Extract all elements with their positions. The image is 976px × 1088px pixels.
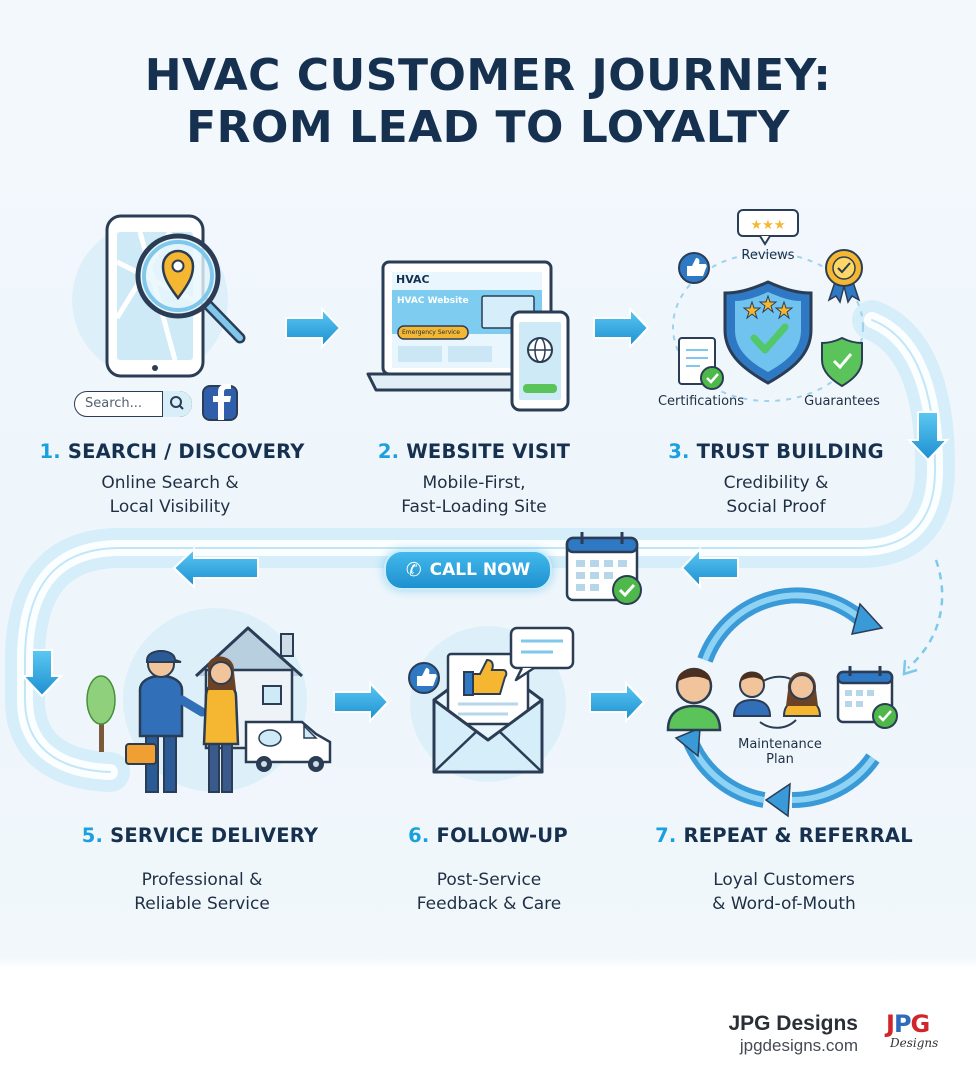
- trust-reviews-label: Reviews: [741, 248, 795, 263]
- trust-certifications-label: Certifications: [657, 394, 745, 409]
- step6-illustration: [408, 626, 575, 782]
- search-button[interactable]: [162, 391, 192, 417]
- step2-illustration: [366, 260, 570, 412]
- footer-url[interactable]: jpgdesigns.com: [739, 1036, 858, 1055]
- trust-guarantees-label: Guarantees: [804, 394, 880, 409]
- website-hero: HVAC Website: [397, 296, 469, 306]
- call-now-button[interactable]: ✆ CALL NOW: [384, 550, 552, 590]
- arrow-icon: [680, 546, 739, 590]
- call-now-label: CALL NOW: [429, 560, 531, 580]
- page-title-line1: HVAC CUSTOMER JOURNEY:: [144, 50, 832, 101]
- calendar-icon: [836, 666, 898, 729]
- check-shield-icon: [821, 336, 863, 388]
- step5-description: Professional & Reliable Service: [52, 868, 352, 916]
- arrow-icon: [589, 680, 646, 724]
- step1-desc-line1: Online Search &: [101, 473, 239, 493]
- arrow-icon: [906, 411, 950, 462]
- footer: [0, 970, 976, 1088]
- step5-desc-line2: Reliable Service: [134, 894, 270, 914]
- thumbs-up-icon: [678, 252, 710, 284]
- svg-text:★★★: ★★★: [751, 218, 786, 233]
- step3-illustration: ★★★: [672, 209, 864, 402]
- website-cta: Emergency Service: [402, 329, 460, 336]
- step3-description: Credibility & Social Proof: [626, 471, 926, 519]
- maintenance-line1: Maintenance: [738, 737, 822, 752]
- step2-number: 2.: [377, 440, 400, 463]
- facebook-icon: [202, 384, 238, 421]
- jpg-logo: JPG Designs: [886, 1010, 948, 1058]
- step3-title: 3. TRUST BUILDING: [626, 440, 926, 463]
- step3-desc-line2: Social Proof: [726, 497, 826, 517]
- chat-bubble-icon: [509, 626, 575, 682]
- step3-number: 3.: [668, 440, 690, 463]
- step5-title-text: SERVICE DELIVERY: [110, 824, 319, 847]
- step2-description: Mobile-First, Fast-Loading Site: [324, 471, 624, 519]
- page-title-line2: FROM LEAD TO LOYALTY: [186, 102, 790, 153]
- step1-illustration: [72, 214, 246, 421]
- map-pin-icon: [161, 249, 195, 301]
- step1-desc-line2: Local Visibility: [109, 497, 231, 517]
- step6-desc-line2: Feedback & Care: [416, 894, 562, 914]
- calendar-icon: [565, 532, 642, 605]
- rating-stars-icon: ★★★: [737, 209, 799, 246]
- cycle-arrows-icon: [674, 587, 884, 818]
- step7-title-text: REPEAT & REFERRAL: [683, 824, 913, 847]
- step1-number: 1.: [39, 440, 61, 463]
- step2-title-text: WEBSITE VISIT: [406, 440, 571, 463]
- search-icon: [170, 396, 184, 410]
- jpg-logo-mark: JPG: [886, 1010, 930, 1038]
- van-icon: [244, 720, 332, 772]
- step6-title: 6. FOLLOW-UP: [338, 824, 638, 847]
- step7-title: 7. REPEAT & REFERRAL: [634, 824, 934, 847]
- arrow-icon: [593, 306, 650, 350]
- step1-description: Online Search & Local Visibility: [20, 471, 320, 519]
- arrow-icon: [20, 649, 64, 698]
- step5-title: 5. SERVICE DELIVERY: [50, 824, 350, 847]
- footer-brand: JPG Designs jpgdesigns.com: [728, 1012, 858, 1056]
- award-badge-icon: [825, 249, 863, 304]
- step2-desc-line1: Mobile-First,: [422, 473, 526, 493]
- step6-title-text: FOLLOW-UP: [436, 824, 568, 847]
- step6-desc-line1: Post-Service: [436, 870, 542, 890]
- thumbs-up-icon: [463, 658, 508, 696]
- step6-number: 6.: [408, 824, 430, 847]
- step1-title-text: SEARCH / DISCOVERY: [67, 440, 305, 463]
- step3-title-text: TRUST BUILDING: [696, 440, 884, 463]
- phone-icon: ✆: [405, 559, 422, 581]
- step3-desc-line1: Credibility &: [723, 473, 829, 493]
- search-box[interactable]: Search...: [74, 391, 192, 417]
- footer-brand-name: JPG Designs: [728, 1012, 858, 1035]
- search-placeholder: Search...: [85, 396, 143, 411]
- thumbs-up-icon: [408, 662, 440, 694]
- step5-number: 5.: [81, 824, 104, 847]
- step7-desc-line1: Loyal Customers: [713, 870, 855, 890]
- step5-desc-line1: Professional &: [141, 870, 263, 890]
- shield-icon: [723, 280, 813, 385]
- arrow-icon: [285, 306, 342, 350]
- arrow-icon: [333, 680, 390, 724]
- website-brand: HVAC: [396, 273, 430, 286]
- technician-icon: [125, 650, 207, 793]
- globe-icon: [527, 337, 553, 363]
- people-icon: [666, 667, 822, 732]
- tree-icon: [86, 675, 116, 752]
- step2-desc-line2: Fast-Loading Site: [401, 497, 547, 517]
- step7-number: 7.: [655, 824, 677, 847]
- step6-description: Post-Service Feedback & Care: [339, 868, 639, 916]
- jpg-logo-subtitle: Designs: [890, 1036, 939, 1050]
- step7-description: Loyal Customers & Word-of-Mouth: [634, 868, 934, 916]
- customer-icon: [202, 656, 240, 793]
- step2-title: 2. WEBSITE VISIT: [324, 440, 624, 463]
- maintenance-plan-label: Maintenance Plan: [720, 737, 840, 767]
- step7-desc-line2: & Word-of-Mouth: [712, 894, 856, 914]
- step7-illustration: [666, 587, 898, 818]
- step5-illustration: [86, 608, 332, 793]
- maintenance-line2: Plan: [766, 752, 794, 767]
- step1-title: 1. SEARCH / DISCOVERY: [22, 440, 322, 463]
- certificate-icon: [678, 337, 724, 390]
- arrow-icon: [172, 546, 259, 590]
